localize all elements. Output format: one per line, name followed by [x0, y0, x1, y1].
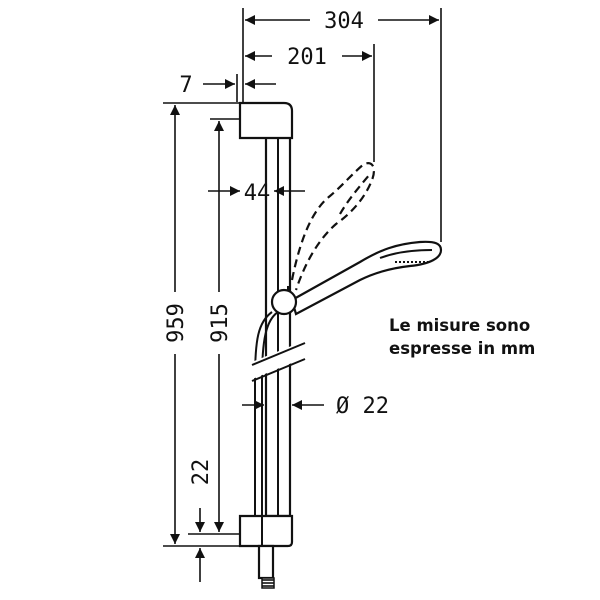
hand-shower-tilted-outline — [290, 162, 375, 291]
units-note-line-2: espresse in mm — [389, 339, 536, 358]
dimension-labels: 304 201 7 44 959 915 22 Ø 22 — [164, 9, 389, 485]
dim-bar-diameter: Ø 22 — [336, 394, 389, 419]
dim-overall-width: 304 — [324, 9, 364, 34]
dimension-lines — [170, 15, 439, 582]
dim-wall-offset: 7 — [179, 73, 192, 98]
slider-holder — [270, 286, 298, 316]
bar-break-symbol — [247, 341, 309, 382]
units-note: Le misure sono espresse in mm — [389, 314, 535, 360]
dim-bottom-offset: 22 — [189, 459, 214, 486]
top-wall-bracket — [238, 101, 294, 140]
dim-total-height: 959 — [164, 303, 189, 343]
extension-lines — [163, 8, 442, 547]
dim-bar-spacing: 44 — [244, 181, 271, 206]
units-note-line-1: Le misure sono — [389, 316, 531, 335]
hose-connector — [257, 544, 275, 589]
hand-shower — [290, 240, 443, 316]
bottom-wall-bracket — [238, 514, 294, 548]
dim-bar-height: 915 — [208, 303, 233, 343]
dim-spray-reach: 201 — [287, 45, 327, 70]
